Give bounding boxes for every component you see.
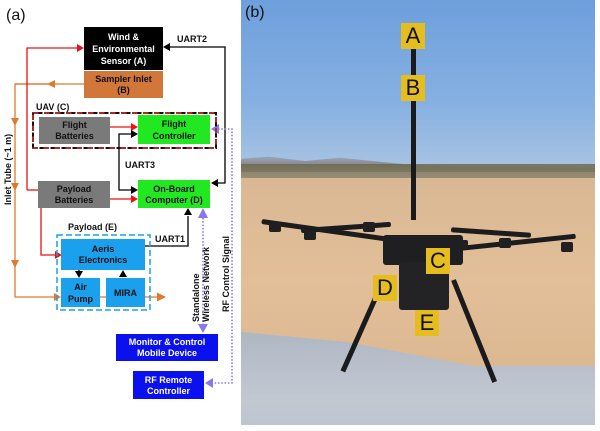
uart2-label: UART2 — [177, 34, 207, 44]
panel-a-label: (a) — [6, 7, 26, 24]
svg-text:Electronics: Electronics — [79, 255, 128, 265]
uart1-label: UART1 — [155, 234, 185, 244]
rf-arrow-icon — [205, 378, 213, 388]
tag-d: D — [373, 275, 397, 301]
rf-control-signal-label: RF Control Signal — [221, 236, 231, 312]
inlet-tube-label: Inlet Tube (~1 m) — [3, 134, 13, 205]
svg-text:MIRA: MIRA — [114, 288, 137, 298]
inlet-arrow-icon — [47, 80, 55, 88]
drone-motor — [269, 222, 281, 232]
svg-text:Mobile Device: Mobile Device — [137, 348, 197, 358]
svg-text:Controller: Controller — [152, 131, 195, 141]
svg-text:Sensor (A): Sensor (A) — [101, 56, 147, 66]
mira-data-arrow-icon — [119, 270, 127, 277]
tube-arrow-icon — [11, 260, 19, 268]
wireless-lines — [202, 128, 233, 384]
svg-text:Sampler Inlet: Sampler Inlet — [95, 74, 152, 84]
air-pump-box: Air Pump — [61, 278, 100, 307]
uart2-arrow-icon — [211, 179, 218, 187]
svg-text:Environmental: Environmental — [92, 44, 155, 54]
svg-text:Payload: Payload — [57, 184, 92, 194]
onboard-computer-box: On-Board Computer (D) — [138, 180, 210, 208]
tube-arrow-icon — [11, 118, 19, 126]
drone-motor — [499, 238, 511, 248]
svg-text:Controller: Controller — [147, 386, 190, 396]
svg-text:Monitor & Control: Monitor & Control — [129, 337, 205, 347]
svg-text:Aeris: Aeris — [92, 244, 115, 254]
uart3-arrow-icon — [131, 186, 138, 194]
svg-text:Batteries: Batteries — [55, 195, 94, 205]
svg-text:Wind &: Wind & — [108, 32, 139, 42]
flight-controller-box: Flight Controller — [138, 115, 210, 144]
svg-text:(B): (B) — [117, 85, 130, 95]
drone-motor — [363, 222, 375, 232]
data-arrowheads — [75, 43, 218, 278]
payload-batteries-box: Payload Batteries — [38, 181, 110, 208]
payload-group-border — [56, 234, 151, 311]
block-diagram: (a) — [3, 7, 233, 399]
power-arrow-icon — [131, 195, 138, 203]
svg-text:Flight: Flight — [62, 120, 87, 130]
drone-motor — [561, 242, 573, 252]
svg-text:Flight: Flight — [162, 119, 187, 129]
svg-text:Batteries: Batteries — [55, 131, 94, 141]
tag-a: A — [401, 23, 425, 49]
wireless-network-label: Standalone Wireless Network — [191, 246, 211, 322]
wind-sensor-box: Wind & Environmental Sensor (A) — [84, 27, 163, 70]
svg-text:Wireless Network: Wireless Network — [201, 246, 211, 322]
svg-text:On-Board: On-Board — [153, 184, 195, 194]
uart2-arrow-icon — [163, 43, 170, 51]
tube-arrow-icon — [11, 183, 19, 191]
power-arrow-icon — [77, 44, 84, 52]
sensor-mast — [411, 30, 416, 220]
uart3-arrow-icon — [131, 130, 138, 138]
power-arrow-icon — [55, 251, 62, 259]
tag-e: E — [415, 310, 439, 336]
mira-box: MIRA — [106, 278, 145, 307]
aeris-electronics-box: Aeris Electronics — [61, 239, 145, 270]
wireless-arrow-icon — [198, 208, 208, 218]
payload-group-label: Payload (E) — [68, 222, 117, 232]
desert-brush — [241, 164, 595, 182]
uav-group-border — [32, 112, 217, 149]
tag-b: B — [401, 75, 425, 101]
drone-photo: A B C D E (b) — [241, 0, 595, 425]
pump-control-arrow-icon — [75, 271, 83, 278]
wireless-arrow-icon — [198, 324, 208, 333]
svg-text:Pump: Pump — [68, 294, 94, 304]
svg-text:Air: Air — [74, 282, 87, 292]
panel-b-label: (b) — [245, 4, 265, 21]
uart3-label: UART3 — [125, 160, 155, 170]
air-flow-arrowheads — [11, 80, 61, 301]
flight-batteries-box: Flight Batteries — [39, 117, 110, 144]
svg-text:Computer (D): Computer (D) — [145, 195, 203, 205]
monitor-device-box: Monitor & Control Mobile Device — [116, 334, 218, 361]
svg-text:Standalone: Standalone — [191, 273, 201, 322]
tag-c: C — [426, 248, 450, 274]
uart1-arrow-icon — [184, 208, 192, 215]
drone-body — [383, 235, 463, 265]
power-lines — [26, 47, 132, 256]
svg-text:RF Remote: RF Remote — [145, 375, 193, 385]
rf-remote-box: RF Remote Controller — [133, 371, 204, 399]
sampler-inlet-box: Sampler Inlet (B) — [84, 71, 163, 98]
uav-group-label: UAV (C) — [36, 102, 69, 112]
power-arrow-icon — [131, 123, 138, 131]
drone-motor — [304, 230, 316, 240]
